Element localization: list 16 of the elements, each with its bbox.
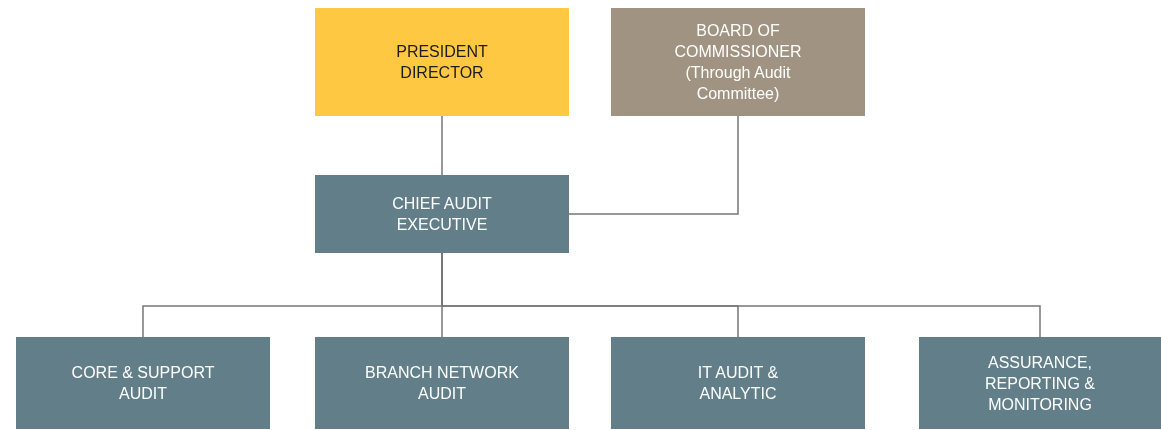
box-label: BRANCH NETWORK AUDIT	[364, 363, 520, 404]
unit-box	[315, 337, 569, 429]
unit-box	[919, 337, 1161, 429]
box-label: PRESIDENT DIRECTOR	[395, 42, 489, 83]
board-box	[611, 8, 865, 116]
director-box	[315, 8, 569, 116]
box-label: CHIEF AUDIT EXECUTIVE	[391, 194, 493, 235]
connector-line	[568, 115, 739, 215]
box-label: ASSURANCE, REPORTING & MONITORING	[984, 352, 1096, 415]
box-label: CORE & SUPPORT AUDIT	[70, 363, 216, 404]
executive-box	[315, 175, 569, 253]
connector-line	[441, 115, 443, 176]
unit-box	[16, 337, 270, 429]
box-label: BOARD OF COMMISSIONER (Through Audit Committee)	[673, 21, 803, 104]
unit-box	[611, 337, 865, 429]
box-label: IT AUDIT & ANALYTIC	[696, 363, 780, 404]
